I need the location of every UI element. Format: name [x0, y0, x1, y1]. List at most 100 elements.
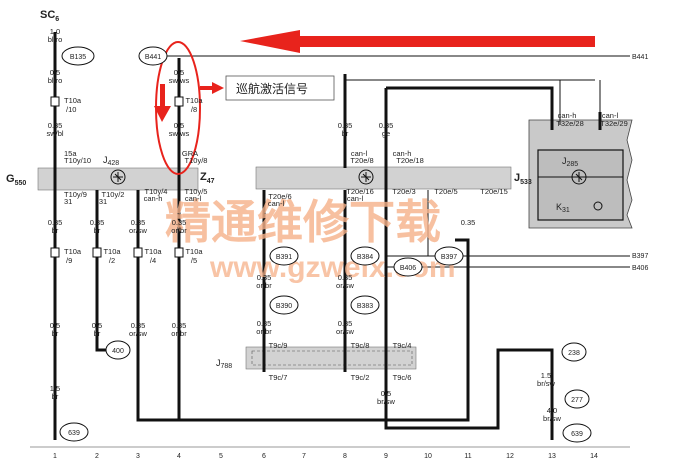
node-labels: B135 B441 B391 B384 B390 B383 B397 B406 …	[68, 54, 583, 438]
svg-text:0.5: 0.5	[174, 68, 184, 77]
svg-text:br: br	[52, 392, 59, 401]
svg-text:/4: /4	[150, 256, 156, 265]
svg-text:2: 2	[95, 453, 99, 460]
svg-text:T20e/8: T20e/8	[350, 156, 373, 165]
svg-text:T10y/2: T10y/2	[102, 190, 125, 199]
svg-text:T10a: T10a	[185, 247, 203, 256]
svg-text:10: 10	[424, 453, 432, 460]
wire4-labels: 0.5 sw/ws T10a /8 0.5 sw/ws GRA T10y/8 T…	[169, 68, 208, 338]
svg-text:1.5: 1.5	[541, 371, 551, 380]
svg-text:4: 4	[177, 453, 181, 460]
j788-inner-dashed	[251, 350, 413, 366]
svg-text:/9: /9	[66, 256, 72, 265]
wire6-labels: T20e/6 can-l 0.35 or/br 0.35 or/br T9c/9…	[256, 192, 291, 382]
red-right-arrow	[200, 82, 224, 94]
j285-label: J285	[562, 156, 578, 168]
svg-text:or/br: or/br	[256, 327, 272, 336]
svg-text:T10a: T10a	[185, 96, 203, 105]
svg-text:or/sw: or/sw	[336, 281, 355, 290]
svg-text:GRA: GRA	[182, 149, 198, 158]
svg-text:0.35: 0.35	[257, 319, 272, 328]
svg-text:T10a: T10a	[144, 247, 162, 256]
svg-text:0.35: 0.35	[90, 218, 105, 227]
svg-text:0.35: 0.35	[48, 218, 63, 227]
svg-text:or/br: or/br	[256, 281, 272, 290]
svg-text:T10y/5: T10y/5	[185, 187, 208, 196]
svg-text:ge: ge	[382, 129, 390, 138]
svg-text:T20e/6: T20e/6	[268, 192, 291, 201]
svg-text:/5: /5	[191, 256, 197, 265]
svg-text:T20e/3: T20e/3	[392, 187, 415, 196]
svg-text:14: 14	[590, 453, 598, 460]
wire1-t10a-top: T10a /10	[64, 96, 82, 114]
j533-module-bar	[255, 166, 512, 190]
wire8-labels: 0.35 br can-l T20e/8 T20e/16 can-l 0.35 …	[336, 121, 374, 382]
svg-text:T10y/9: T10y/9	[64, 190, 87, 199]
svg-text:T20e/15: T20e/15	[480, 187, 508, 196]
svg-text:1.0: 1.0	[50, 27, 60, 36]
svg-text:or/sw: or/sw	[129, 226, 148, 235]
node-b441: B441	[145, 54, 161, 61]
svg-text:T10y/10: T10y/10	[64, 156, 91, 165]
j788-module-bar	[245, 346, 417, 370]
k31-label: K31	[556, 202, 570, 214]
svg-text:sw/bl: sw/bl	[46, 129, 63, 138]
node-b397: B397	[441, 254, 457, 261]
svg-text:can-l: can-l	[351, 149, 368, 158]
wire9-labels: 0.35 ge can-h T20e/18 T20e/3 T9c/4 T9c/6…	[377, 121, 424, 406]
svg-text:can-l: can-l	[185, 194, 202, 203]
svg-text:/10: /10	[66, 105, 76, 114]
svg-text:1: 1	[53, 453, 57, 460]
svg-text:11: 11	[464, 453, 471, 460]
node-277: 277	[571, 397, 583, 404]
svg-text:4.0: 4.0	[547, 406, 557, 415]
svg-text:can-h: can-h	[144, 194, 163, 203]
grid-number-row: 1 2 3 4 5 6 7 8 9 10 11 12 13 14	[53, 453, 598, 460]
svg-text:bl/ro: bl/ro	[48, 76, 63, 85]
svg-text:0.35: 0.35	[172, 218, 187, 227]
supply-label: SC6	[40, 9, 59, 23]
module-symbol-marks	[113, 172, 623, 182]
svg-text:0.5: 0.5	[381, 389, 391, 398]
svg-text:T9c/2: T9c/2	[351, 373, 370, 382]
svg-text:0.5: 0.5	[92, 321, 102, 330]
svg-text:13: 13	[548, 453, 556, 460]
svg-text:T10y/4: T10y/4	[145, 187, 168, 196]
svg-text:0.35: 0.35	[338, 319, 353, 328]
z47-label: Z47	[200, 171, 215, 185]
svg-text:/8: /8	[191, 105, 197, 114]
svg-text:br: br	[342, 129, 349, 138]
svg-text:0.35: 0.35	[48, 121, 63, 130]
g550-label: G550	[6, 173, 26, 187]
node-400: 400	[112, 348, 124, 355]
svg-text:br/sw: br/sw	[537, 379, 556, 388]
red-arrow	[240, 30, 595, 53]
svg-text:0.35: 0.35	[379, 121, 394, 130]
svg-text:31: 31	[99, 197, 107, 206]
svg-text:can-l: can-l	[268, 199, 285, 208]
svg-text:0.35: 0.35	[172, 321, 187, 330]
svg-text:T32e/28: T32e/28	[556, 119, 584, 128]
svg-text:9: 9	[384, 453, 388, 460]
svg-text:5: 5	[219, 453, 223, 460]
svg-text:T10a: T10a	[64, 96, 82, 105]
node-639-right: 639	[571, 431, 583, 438]
svg-text:0.5: 0.5	[50, 321, 60, 330]
watermark-cn: 精通维修下载	[165, 195, 441, 249]
svg-text:or/br: or/br	[171, 226, 187, 235]
svg-text:T9c/8: T9c/8	[351, 341, 370, 350]
svg-text:0.5: 0.5	[50, 68, 60, 77]
svg-text:/2: /2	[109, 256, 115, 265]
svg-text:T32e/29: T32e/29	[600, 119, 628, 128]
svg-text:or/sw: or/sw	[336, 327, 355, 336]
wire2-labels: T10y/2 31 0.35 br T10a /2 0.5 br	[90, 190, 125, 338]
bus-b406: B406	[632, 265, 648, 272]
bus-b397: B397	[632, 253, 648, 260]
right-bus-labels: B441 B397 B406	[632, 54, 648, 272]
svg-text:or/sw: or/sw	[129, 329, 148, 338]
j285-inner-box	[537, 149, 624, 221]
wire10-11-labels: T20e/5 T20e/15 0.35	[434, 187, 507, 227]
svg-text:7: 7	[302, 453, 306, 460]
svg-text:sw/ws: sw/ws	[169, 129, 190, 138]
node-b384: B384	[357, 254, 373, 261]
